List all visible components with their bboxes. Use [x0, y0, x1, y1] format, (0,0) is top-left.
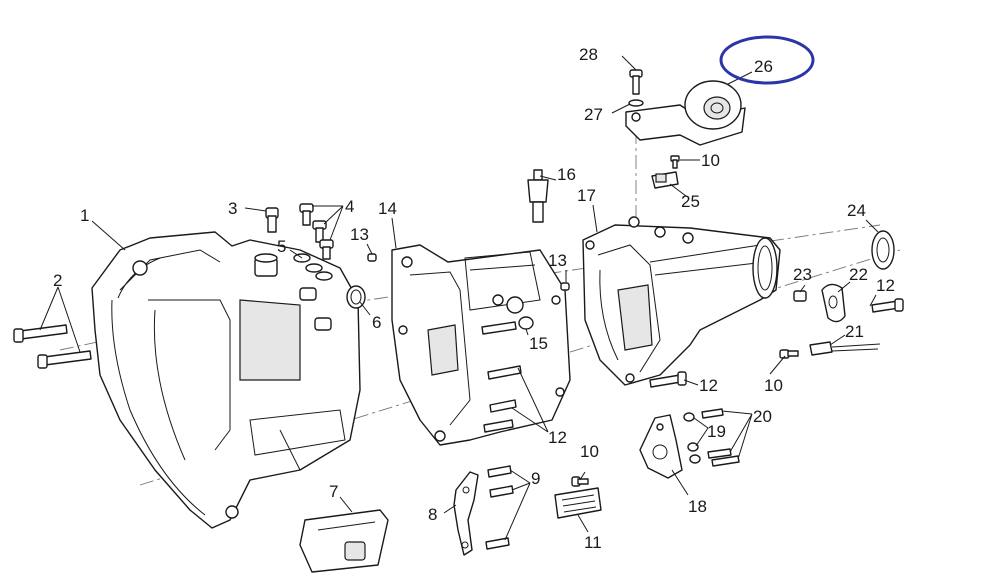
part-22-gasket[interactable]	[821, 283, 846, 323]
part-8-bracket[interactable]	[453, 471, 479, 556]
part-4-bolts[interactable]	[299, 203, 334, 260]
part-12-bolts-plate[interactable]	[481, 321, 522, 433]
callout-labels: 1 2 3 4 5 6 7 8 9 10 10 10 11 12 12 12 1…	[53, 45, 895, 552]
callout-19[interactable]: 19	[707, 422, 726, 441]
part-5-washers[interactable]	[293, 253, 333, 281]
part-12-bolt-right[interactable]	[871, 298, 904, 313]
part-20-bolts[interactable]	[701, 408, 740, 467]
part-26-mount[interactable]	[625, 80, 746, 146]
callout-2[interactable]: 2	[53, 271, 62, 290]
callout-10-right[interactable]: 10	[764, 376, 783, 395]
part-18-bracket[interactable]	[639, 414, 683, 479]
callout-10-top[interactable]: 10	[701, 151, 720, 170]
callout-3[interactable]: 3	[228, 199, 237, 218]
part-25-clip[interactable]	[651, 171, 679, 189]
callout-12-right[interactable]: 12	[876, 276, 895, 295]
callout-9[interactable]: 9	[531, 469, 540, 488]
callout-14[interactable]: 14	[378, 199, 397, 218]
part-15-plug[interactable]	[518, 316, 534, 330]
callout-6[interactable]: 6	[372, 313, 381, 332]
callout-1[interactable]: 1	[80, 206, 89, 225]
callout-12-rear[interactable]: 12	[699, 376, 718, 395]
part-19-washers[interactable]	[683, 412, 701, 464]
part-16-sensor[interactable]	[527, 169, 549, 223]
callout-25[interactable]: 25	[681, 192, 700, 211]
callout-17[interactable]: 17	[577, 186, 596, 205]
callout-22[interactable]: 22	[849, 265, 868, 284]
part-27-washer[interactable]	[628, 99, 644, 107]
callout-26[interactable]: 26	[754, 57, 773, 76]
callout-18[interactable]: 18	[688, 497, 707, 516]
part-28-bolt[interactable]	[629, 69, 643, 95]
part-24-seal[interactable]	[871, 230, 895, 270]
callout-16[interactable]: 16	[557, 165, 576, 184]
part-14-intermediate-plate[interactable]	[391, 244, 571, 446]
callout-23[interactable]: 23	[793, 265, 812, 284]
part-7-cover[interactable]	[299, 509, 389, 573]
part-2-bolts[interactable]	[13, 324, 92, 369]
callout-7[interactable]: 7	[329, 482, 338, 501]
part-10-bolts[interactable]	[571, 155, 799, 487]
callout-27[interactable]: 27	[584, 105, 603, 124]
callout-21[interactable]: 21	[845, 322, 864, 341]
part-21-spring[interactable]	[809, 341, 881, 356]
callout-12-plate[interactable]: 12	[548, 428, 567, 447]
callout-8[interactable]: 8	[428, 505, 437, 524]
callout-24[interactable]: 24	[847, 201, 866, 220]
callout-13-left[interactable]: 13	[350, 225, 369, 244]
callout-13-right[interactable]: 13	[548, 251, 567, 270]
callout-11[interactable]: 11	[584, 533, 602, 552]
callout-4[interactable]: 4	[345, 197, 354, 216]
part-17-rear-housing[interactable]	[582, 216, 781, 386]
highlight-circle	[719, 35, 815, 85]
callout-5[interactable]: 5	[277, 237, 286, 256]
callout-20[interactable]: 20	[753, 407, 772, 426]
part-9-bolts[interactable]	[485, 465, 514, 550]
callout-28[interactable]: 28	[579, 45, 598, 64]
callout-10-bottom[interactable]: 10	[580, 442, 599, 461]
part-11-plate[interactable]	[554, 487, 602, 519]
callout-15[interactable]: 15	[529, 334, 548, 353]
part-1-clutch-housing[interactable]	[91, 231, 361, 529]
part-3-pin[interactable]	[265, 207, 279, 233]
part-12-bolt-rear[interactable]	[649, 371, 687, 388]
part-23-plug[interactable]	[793, 290, 807, 302]
